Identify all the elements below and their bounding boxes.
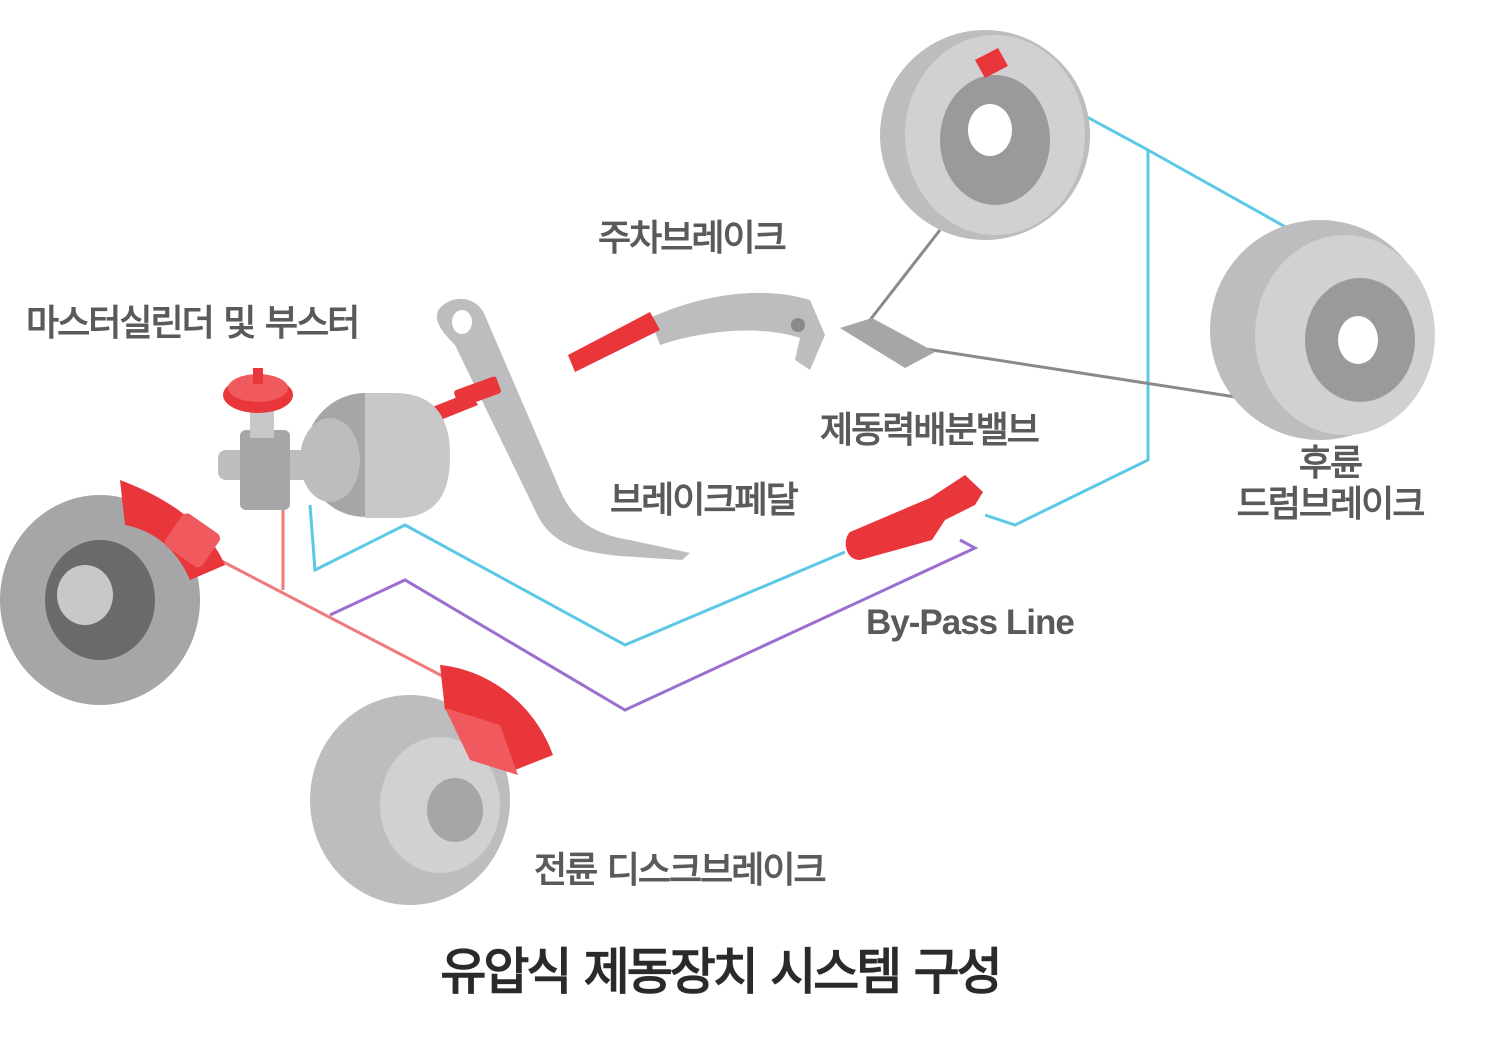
parking-cable-lower [899, 343, 1256, 402]
label-rear-drum-brake: 후륜 드럼브레이크 [1210, 443, 1450, 526]
label-bypass-line: By-Pass Line [866, 603, 1075, 642]
label-proportioning-valve: 제동력배분밸브 [820, 410, 1040, 451]
master-cylinder-booster [218, 368, 450, 518]
label-rear-line2: 드럼브레이크 [1236, 484, 1426, 526]
front-disc-brake-right [310, 665, 553, 905]
rear-drum-brake-right [1210, 220, 1435, 440]
label-parking-brake: 주차브레이크 [598, 218, 787, 259]
rear-brake-line-upper [984, 150, 1150, 527]
rear-drum-brake-top [880, 30, 1090, 240]
rear-brake-line [308, 504, 846, 647]
diagram-title: 유압식 제동장치 시스템 구성 [440, 943, 1002, 1001]
bypass-line [329, 538, 979, 712]
label-rear-line1: 후륜 [1298, 443, 1363, 484]
parking-brake-lever [568, 292, 935, 372]
proportioning-valve [845, 475, 983, 560]
label-brake-pedal: 브레이크페달 [610, 480, 799, 521]
parking-cable-upper [868, 229, 942, 321]
label-front-disc-brake: 전륜 디스크브레이크 [534, 850, 827, 891]
rear-brake-line-right-drum [1147, 148, 1301, 237]
front-brake-line-diagonal [209, 553, 451, 682]
front-disc-brake-left [0, 480, 225, 705]
label-master-cylinder: 마스터실린더 및 부스터 [26, 303, 360, 344]
